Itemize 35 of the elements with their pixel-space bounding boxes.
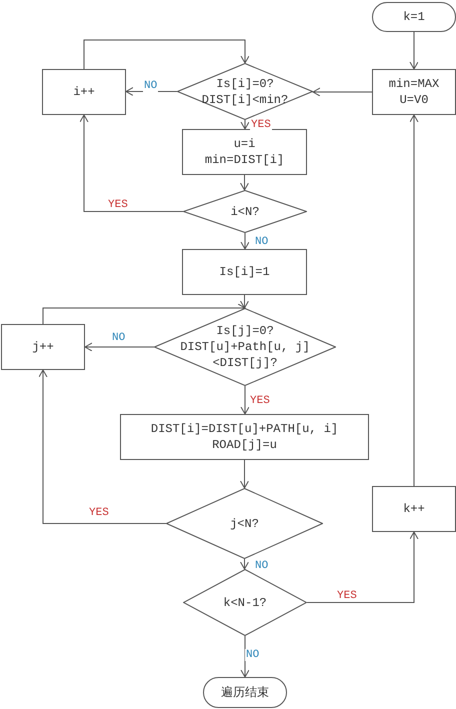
edge-label: YES bbox=[250, 119, 272, 131]
decision-diamond: Is[j]=0? DIST[u]+Path[u, j] <DIST[j]? bbox=[154, 308, 336, 386]
arrow bbox=[312, 88, 372, 96]
decision-diamond: j<N? bbox=[166, 488, 323, 559]
arrow bbox=[410, 32, 418, 70]
process-box: u=i min=DIST[i] bbox=[182, 129, 307, 175]
decision-diamond: k<N-1? bbox=[183, 569, 307, 636]
process-box: Is[i]=1 bbox=[182, 249, 307, 295]
arrow bbox=[84, 40, 250, 70]
terminal: k=1 bbox=[372, 2, 456, 32]
arrow bbox=[38, 370, 166, 524]
arrow bbox=[306, 532, 418, 603]
arrow bbox=[42, 304, 246, 324]
arrow bbox=[410, 114, 418, 486]
arrow bbox=[240, 174, 249, 190]
arrow bbox=[80, 114, 184, 212]
process-box: k++ bbox=[372, 486, 456, 532]
arrow bbox=[84, 342, 154, 352]
process-box: DIST[i]=DIST[u]+PATH[u, i] ROAD[j]=u bbox=[120, 414, 369, 460]
process-box: i++ bbox=[42, 69, 126, 115]
arrow bbox=[240, 232, 250, 250]
arrow bbox=[240, 386, 250, 414]
arrow bbox=[240, 636, 250, 678]
arrow bbox=[126, 87, 178, 96]
arrow bbox=[240, 294, 249, 308]
edge-label: NO bbox=[245, 649, 260, 661]
decision-diamond: i<N? bbox=[183, 190, 307, 233]
arrow bbox=[240, 120, 250, 130]
terminal: 遍历结束 bbox=[203, 677, 287, 708]
edge-label: NO bbox=[143, 80, 158, 92]
process-box: j++ bbox=[1, 324, 85, 370]
arrow bbox=[240, 558, 249, 570]
decision-diamond: Is[i]=0? DIST[i]<min? bbox=[177, 63, 313, 120]
process-box: min=MAX U=V0 bbox=[372, 69, 456, 115]
arrow bbox=[240, 460, 249, 488]
